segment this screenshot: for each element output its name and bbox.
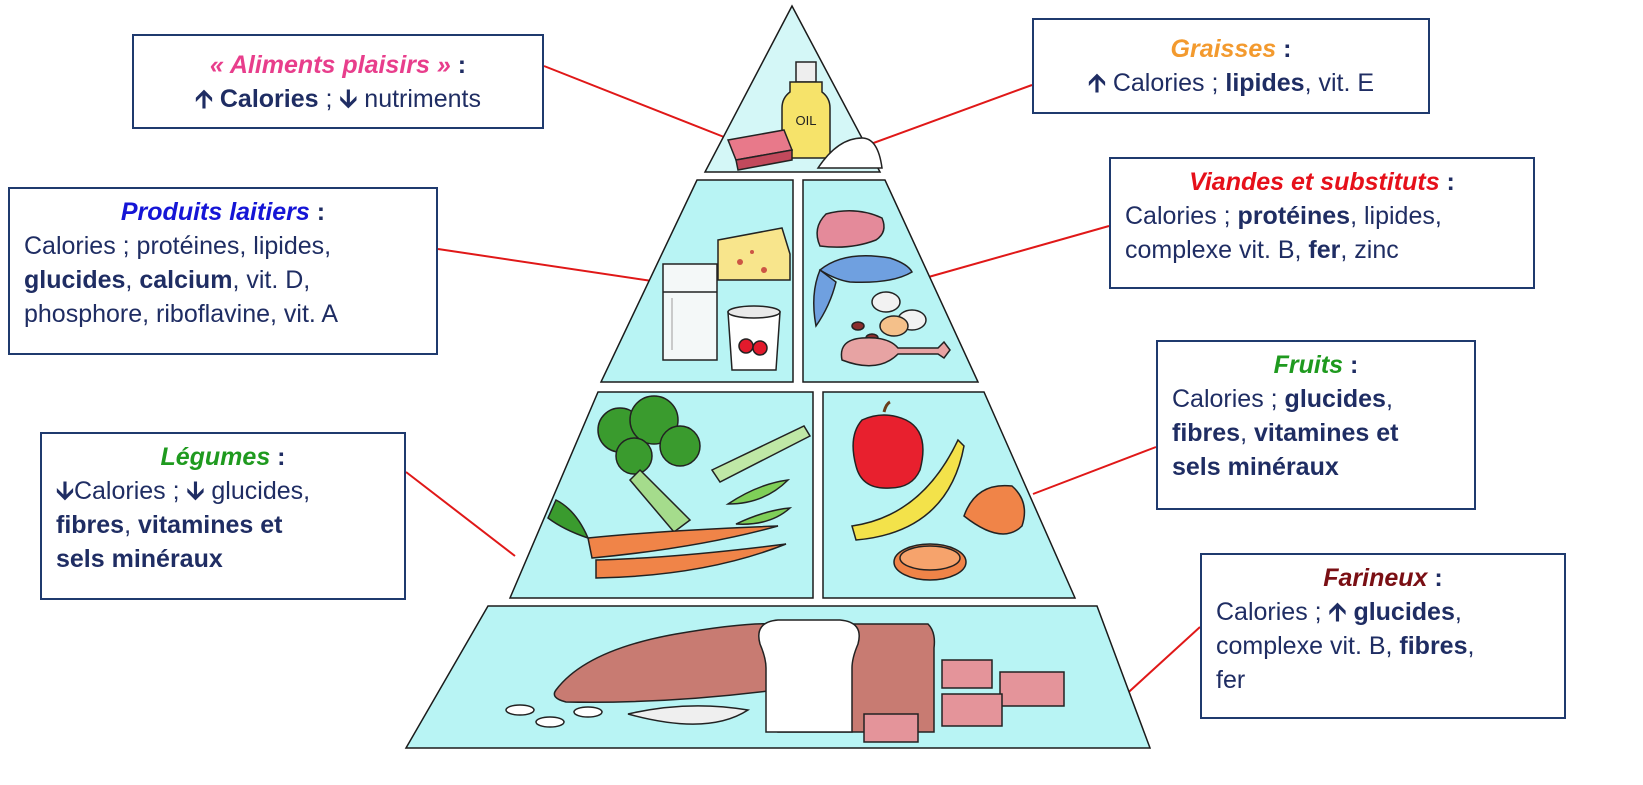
arrow-down-icon: 🡫 [339, 85, 358, 113]
box-fruits: Fruits : Calories ; glucides, fibres, vi… [1156, 340, 1476, 510]
sugar-pile [816, 137, 883, 169]
cheese-wedge [717, 227, 791, 281]
orange-half [963, 484, 1026, 535]
arrow-up-icon: 🡩 [1328, 598, 1347, 626]
rice-pile [627, 705, 751, 725]
fats-sweets-illustration: OIL [726, 61, 883, 171]
cracker-1 [941, 659, 993, 689]
connector-lines [405, 65, 1201, 701]
box-viandes-substituts: Viandes et substituts : Calories ; proté… [1109, 157, 1535, 289]
arrow-up-icon: 🡩 [194, 85, 213, 113]
bread-slice [758, 619, 860, 733]
fish [818, 255, 913, 284]
box-graisses: Graisses : 🡩 Calories ; lipides, vit. E [1032, 18, 1430, 114]
apple [852, 414, 924, 489]
cherry-2 [752, 340, 768, 356]
carrot-leaves [547, 498, 590, 540]
legumes-title: Légumes [160, 443, 271, 471]
milk-glass [662, 263, 718, 361]
egg-1 [871, 291, 901, 313]
meat-illustration [813, 210, 951, 367]
connector-laitiers [437, 248, 653, 282]
yogurt-cup [727, 311, 781, 371]
cracker-3 [941, 693, 1003, 727]
oil-label: OIL [796, 113, 817, 128]
farineux-title: Farineux [1323, 564, 1428, 592]
plaisirs-title: « Aliments plaisirs » [209, 51, 451, 79]
vegetable-illustration [547, 395, 812, 579]
fruit-illustration [851, 400, 1026, 581]
pea-pod-1 [725, 478, 791, 505]
broccoli-head-3 [659, 425, 701, 467]
carrot-1 [587, 525, 779, 559]
fruits-title: Fruits [1273, 351, 1344, 379]
box-farineux: Farineux : Calories ; 🡩 glucides, comple… [1200, 553, 1566, 719]
connector-legumes [405, 471, 516, 557]
box-produits-laitiers: Produits laitiers : Calories ; protéines… [8, 187, 438, 355]
carrot-2 [595, 543, 787, 579]
broccoli-head-4 [615, 437, 653, 475]
cracker-2 [999, 671, 1065, 707]
connector-fruits [1032, 446, 1157, 495]
arrow-up-icon: 🡩 [1087, 69, 1106, 97]
cracker-4 [863, 713, 919, 743]
connector-graisses [867, 84, 1033, 146]
candy-bar-side [735, 149, 793, 171]
grain-illustration [505, 619, 1065, 743]
arrow-down-icon: 🡫 [186, 477, 205, 505]
graisses-title: Graisses [1170, 35, 1277, 63]
celery [710, 425, 812, 483]
laitiers-title: Produits laitiers [120, 198, 310, 226]
connector-plaisirs [543, 65, 725, 138]
pea-pod-2 [735, 507, 793, 525]
arrow-down-icon: 🡫 [56, 477, 74, 505]
oil-bottle-cap [795, 61, 817, 83]
connector-farineux [1119, 626, 1201, 701]
box-legumes: Légumes : 🡫Calories ; 🡫 glucides, fibres… [40, 432, 406, 600]
dairy-illustration [662, 227, 791, 371]
banana [851, 438, 965, 541]
steak [816, 210, 885, 248]
box-aliments-plaisirs: « Aliments plaisirs » : 🡩 Calories ; 🡫 n… [132, 34, 544, 129]
connector-viandes [924, 225, 1110, 279]
egg-3 [879, 315, 909, 337]
viandes-title: Viandes et substituts [1189, 168, 1440, 196]
chicken-leg [840, 336, 951, 367]
fish-tail [813, 268, 837, 328]
cherry-1 [738, 338, 754, 354]
